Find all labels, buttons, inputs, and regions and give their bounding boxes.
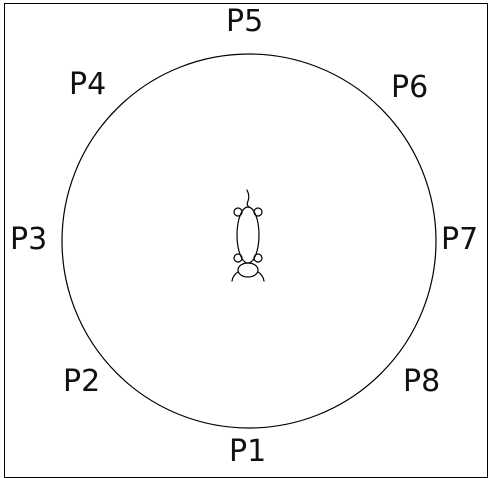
position-label-p2: P2 [62,367,101,397]
position-label-p8: P8 [402,367,441,397]
position-label-p5: P5 [225,7,264,37]
position-label-p3: P3 [9,225,48,255]
position-label-p6: P6 [390,73,429,103]
position-label-p7: P7 [440,225,479,255]
rat-icon [232,190,264,281]
position-label-p4: P4 [68,70,107,100]
arena-circle [62,54,436,428]
position-label-p1: P1 [228,437,267,467]
